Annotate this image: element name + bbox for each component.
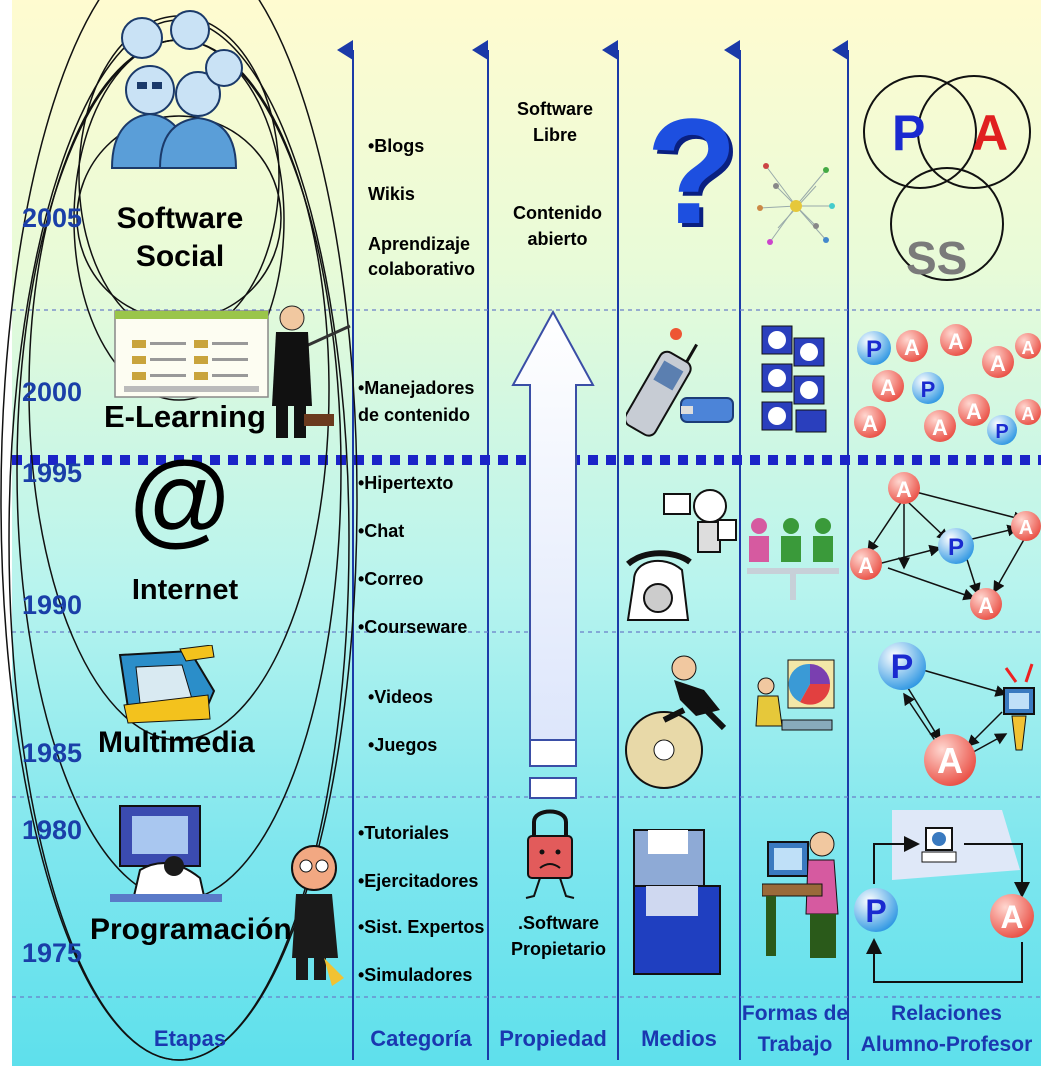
svg-text:P: P [995, 421, 1008, 443]
categoria-blogs: •Blogs [368, 136, 425, 156]
svg-text:P: P [865, 893, 886, 929]
svg-text:A: A [972, 105, 1008, 161]
teacher-pointer-icon [272, 305, 351, 438]
svg-text:A: A [932, 415, 948, 440]
svg-text:A: A [862, 411, 878, 436]
year-1980: 1980 [22, 815, 83, 845]
svg-text:A: A [904, 335, 920, 360]
stage-programacion: Programación [90, 913, 292, 946]
programmer-desk-icon [110, 805, 222, 902]
multimedia-computer-icon [118, 645, 216, 724]
svg-text:A: A [948, 329, 964, 354]
propiedad-contenido-abierto: Contenido abierto [513, 203, 602, 249]
categoria-correo: •Correo [358, 569, 424, 589]
footer-categoria: Categoría [370, 1026, 472, 1051]
cartoon-professor-icon [291, 845, 344, 986]
footer-relaciones: Relaciones Alumno-Profesor [860, 1002, 1033, 1056]
stage-software-social: Software Social [116, 202, 244, 273]
categoria-chat: •Chat [358, 521, 405, 541]
svg-text:A: A [966, 399, 982, 424]
svg-text:A: A [990, 351, 1006, 376]
stage-e-learning: E-Learning [104, 399, 266, 434]
pa-computer-triangle: P A [878, 642, 1035, 786]
footer-etapas: Etapas [153, 1026, 227, 1051]
svg-text:A: A [937, 740, 963, 781]
categoria-ejercitadores: •Ejercitadores [358, 871, 479, 891]
categoria-courseware: •Courseware [358, 617, 468, 637]
categoria-simuladores: •Simuladores [358, 965, 473, 985]
year-1985: 1985 [22, 738, 83, 768]
svg-text:P: P [921, 377, 936, 402]
chart-presenter-icon [755, 659, 835, 731]
categoria-sist-expertos: •Sist. Expertos [358, 917, 485, 937]
elearning-screen-icon [114, 310, 269, 398]
year-1995: 1995 [22, 458, 83, 488]
categoria-videos: •Videos [368, 687, 433, 707]
year-2000: 2000 [22, 377, 83, 407]
year-1975: 1975 [22, 938, 83, 968]
social-people-icon [110, 10, 243, 169]
ownership-arrow [511, 309, 595, 799]
question-mark-icon: ? [646, 87, 738, 255]
svg-text:A: A [880, 375, 896, 400]
svg-text:A: A [1019, 517, 1033, 539]
pa-web-network: A A A P A [850, 472, 1041, 620]
categoria-juegos: •Juegos [368, 735, 438, 755]
categoria-aprendizaje: Aprendizaje colaborativo [368, 234, 476, 279]
meeting-people-icon [747, 518, 839, 600]
svg-text:SS: SS [906, 232, 967, 284]
svg-text:A: A [1022, 338, 1035, 358]
team-faces-icon [761, 325, 827, 433]
categoria-manejadores: •Manejadores de contenido [358, 378, 475, 425]
pa-network-cloud: P A A A A A P A A A P A [854, 324, 1041, 445]
svg-text:A: A [896, 477, 912, 502]
stage-multimedia: Multimedia [98, 726, 255, 759]
satellite-phone-icon [626, 489, 737, 621]
padlock-icon [525, 809, 575, 899]
svg-text:A: A [1000, 899, 1023, 935]
floppy-disk-icon [633, 829, 721, 975]
categoria-hipertexto: •Hipertexto [358, 473, 454, 493]
venn-pa-ss: P A SS [863, 75, 1031, 284]
footer-propiedad: Propiedad [499, 1026, 607, 1051]
categoria-wikis: Wikis [368, 184, 415, 204]
categoria-tutoriales: •Tutoriales [358, 823, 449, 843]
year-2005: 2005 [22, 203, 83, 233]
propiedad-software-propietario: .Software Propietario [510, 913, 607, 959]
svg-text:A: A [1022, 404, 1035, 424]
svg-text:A: A [978, 593, 994, 618]
at-symbol-icon: @ [127, 442, 233, 558]
computer-worker-icon [762, 831, 839, 958]
propiedad-software-libre: Software Libre [516, 99, 594, 145]
cellphone-usb-icon [626, 328, 734, 437]
cd-runner-icon [625, 655, 727, 789]
svg-text:P: P [891, 648, 914, 686]
stage-internet: Internet [131, 574, 239, 606]
svg-text:P: P [892, 105, 925, 161]
svg-text:A: A [858, 553, 874, 578]
year-1990: 1990 [22, 590, 83, 620]
svg-text:P: P [866, 336, 882, 363]
svg-text:P: P [948, 534, 964, 561]
network-map-icon [757, 163, 835, 245]
pa-loop-computer: P A [854, 810, 1034, 983]
footer-medios: Medios [641, 1026, 717, 1051]
footer-formas-trabajo: Formas de Trabajo [741, 1002, 849, 1056]
